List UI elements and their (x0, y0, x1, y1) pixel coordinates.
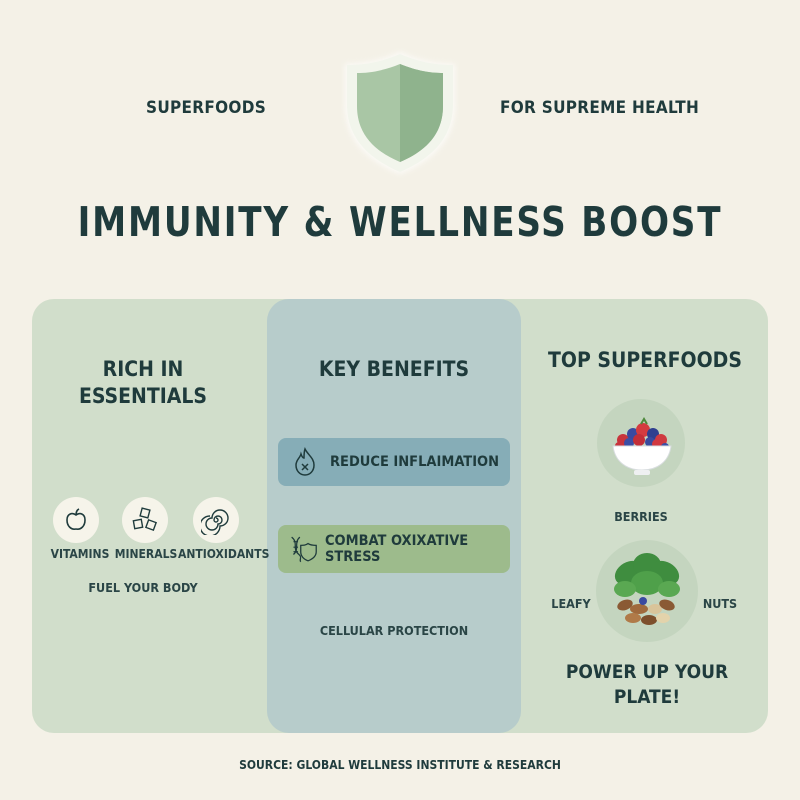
minerals-icon-circle (122, 497, 168, 543)
essentials-title-line1: RICH IN (102, 357, 184, 381)
minerals-icon (132, 507, 158, 532)
cta-line1: POWER UP YOUR (565, 661, 729, 683)
leafy-label: LEAFY (551, 596, 591, 611)
benefits-panel (267, 299, 521, 733)
fuel-your-body-caption: FUEL YOUR BODY (88, 580, 198, 595)
nuts-label: NUTS (702, 596, 738, 611)
cta-line2: PLATE! (613, 686, 681, 708)
antioxidants-label: ANTIOXIDANTS (178, 547, 270, 561)
antioxidants-icon-circle (193, 497, 239, 543)
benefits-title: KEY BENEFITS (318, 357, 470, 381)
superfoods-title: TOP SUPERFOODS (548, 348, 742, 372)
power-up-cta: POWER UP YOUR PLATE! (540, 660, 754, 710)
dna-shield-icon (291, 536, 317, 563)
leafy-nuts-icon (614, 553, 680, 625)
vitamins-icon-circle (53, 497, 99, 543)
shield-icon (345, 52, 455, 174)
vitamins-label: VITAMINS (50, 547, 110, 561)
benefit-label: COMBAT OXIXATIVE STRESS (324, 533, 469, 565)
minerals-label: MINERALS (114, 547, 178, 561)
essentials-title: RICH IN ESSENTIALS (58, 356, 228, 410)
berries-bowl-icon (612, 417, 672, 475)
flame-icon (295, 447, 315, 476)
spiral-icon (201, 509, 229, 535)
berries-label: BERRIES (614, 509, 668, 524)
source-footer: SOURCE: GLOBAL WELLNESS INSTITUTE & RESE… (239, 758, 561, 772)
benefit-reduce-inflammation: REDUCE INFLAIMATION (278, 438, 510, 486)
essentials-title-line2: ESSENTIALS (78, 384, 208, 408)
supreme-health-label: FOR SUPREME HEALTH (500, 98, 700, 118)
page-title: IMMUNITY & WELLNESS BOOST (77, 198, 723, 246)
superfoods-label: SUPERFOODS (146, 98, 267, 118)
benefit-label: REDUCE INFLAIMATION (330, 454, 500, 470)
benefit-combat-stress: COMBAT OXIXATIVE STRESS (278, 525, 510, 573)
apple-icon (66, 508, 86, 530)
cellular-protection-caption: CELLULAR PROTECTION (319, 623, 469, 638)
